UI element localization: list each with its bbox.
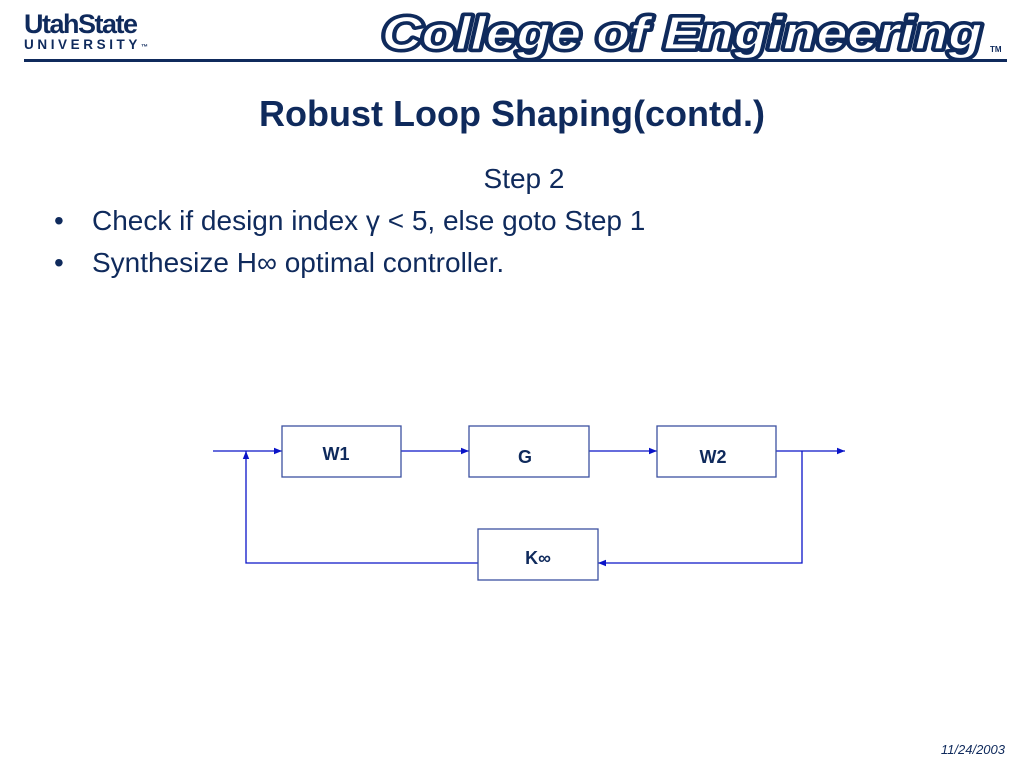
logo-utahstate-text: UtahState — [24, 9, 138, 39]
k-to-input-arrow — [242, 451, 478, 564]
bullet-item: • Synthesize H∞ optimal controller. — [54, 242, 645, 284]
w2-block — [656, 425, 777, 478]
g-block — [468, 425, 590, 478]
college-of-engineering-logo: College of Engineering College of Engine… — [379, 4, 1002, 62]
bullet-list: • Check if design index γ < 5, else goto… — [54, 200, 645, 284]
bullet-text: Synthesize H∞ optimal controller. — [92, 247, 505, 278]
slide-title: Robust Loop Shaping(contd.) — [259, 93, 765, 134]
w2-label: W2 — [700, 447, 727, 467]
g-label: G — [518, 447, 532, 467]
utah-state-university-logo: UtahState UNIVERSITY™ — [24, 10, 184, 55]
footer-date: 11/24/2003 — [940, 742, 1005, 757]
bullet-glyph: • — [54, 205, 64, 236]
college-logo-text-outline: College of Engineering — [382, 7, 982, 59]
bullet-glyph: • — [54, 247, 64, 278]
bullet-text: Check if design index γ < 5, else goto S… — [92, 205, 646, 236]
bullet-item: • Check if design index γ < 5, else goto… — [54, 200, 645, 242]
header-divider — [24, 59, 1007, 62]
w1-block — [281, 425, 402, 478]
k-infinity-label: K∞ — [525, 548, 551, 568]
college-logo-trademark: TM — [990, 45, 1002, 54]
step-heading: Step 2 — [483, 163, 565, 194]
feedback-to-k-arrow — [598, 451, 803, 567]
w1-label: W1 — [323, 444, 350, 464]
logo-university-text: UNIVERSITY™ — [24, 37, 149, 52]
k-infinity-block — [477, 528, 599, 581]
college-logo-text: College of Engineering — [382, 7, 982, 59]
